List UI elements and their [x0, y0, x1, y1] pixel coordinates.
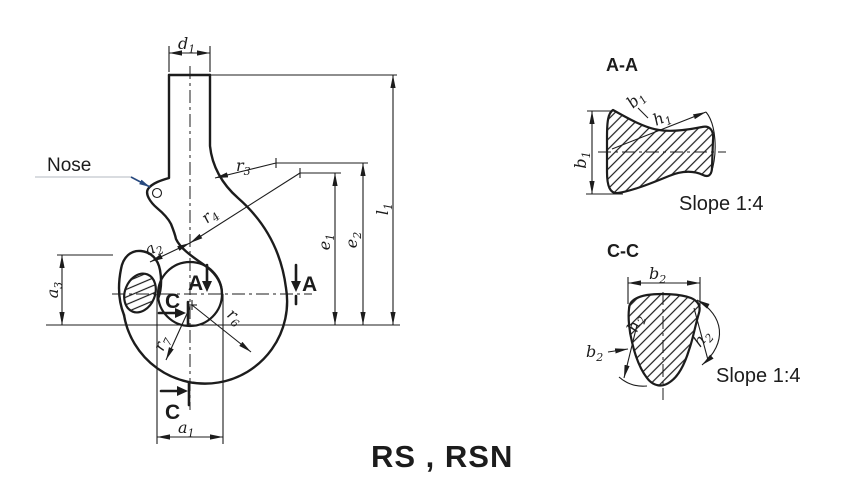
d1-label: d1: [178, 34, 195, 56]
r6-label: r6: [222, 304, 247, 330]
section-a-left-letter: A: [188, 272, 203, 295]
r3-label: r3: [236, 156, 251, 178]
r7-label: r7: [149, 333, 175, 355]
section-aa-profile: [605, 108, 715, 195]
l1-label: l1: [373, 203, 395, 215]
hook-main-view: d1 l1 e2 e1 r3 r4 a2: [35, 34, 400, 444]
r4-label: r4: [197, 203, 222, 229]
section-a-marks: A A: [188, 263, 317, 306]
drawing-title: RS , RSN: [371, 439, 513, 474]
throat-circle: [156, 260, 224, 328]
a3-label: a3: [43, 282, 65, 299]
e1-label: e1: [315, 234, 337, 250]
d1-dimension: d1: [168, 34, 211, 72]
tip-section-hatch: [123, 272, 157, 314]
b2-top-label: b2: [649, 264, 666, 286]
height-dimensions: l1 e2 e1: [46, 74, 400, 326]
nose-label: Nose: [47, 155, 91, 176]
section-c-top-letter: C: [165, 290, 180, 313]
h2-left-label: h2: [623, 312, 650, 336]
nose-arrow-icon: [130, 176, 151, 188]
section-aa-title: A-A: [606, 55, 638, 75]
section-c-marks: C C: [157, 290, 191, 424]
a3-dimension: a3: [43, 254, 113, 325]
section-c-bottom-letter: C: [165, 401, 180, 424]
section-cc-profile: [627, 292, 701, 387]
a1-dimension: a1: [156, 294, 224, 444]
b1-left-label: b1: [571, 151, 593, 168]
nose-callout: Nose: [35, 155, 151, 188]
hook-outline: [117, 73, 289, 385]
section-a-right-letter: A: [302, 273, 317, 296]
aa-slope-note: Slope 1:4: [679, 193, 764, 215]
section-cc-title: C-C: [607, 241, 639, 261]
b1-top-label: b1: [623, 86, 651, 114]
section-cc-view: C-C b2 b2 h2 h2 Slope 1:4: [586, 241, 801, 400]
e2-label: e2: [342, 232, 364, 248]
b2-left-label: b2: [586, 342, 603, 364]
centerlines: [112, 66, 312, 410]
nose-hole: [151, 187, 163, 199]
cc-slope-note: Slope 1:4: [716, 365, 801, 387]
b1-dimension: b1: [571, 110, 623, 195]
section-aa-view: A-A b1 b1 h1 Slope 1:4: [571, 55, 764, 215]
a1-label: a1: [178, 418, 195, 440]
